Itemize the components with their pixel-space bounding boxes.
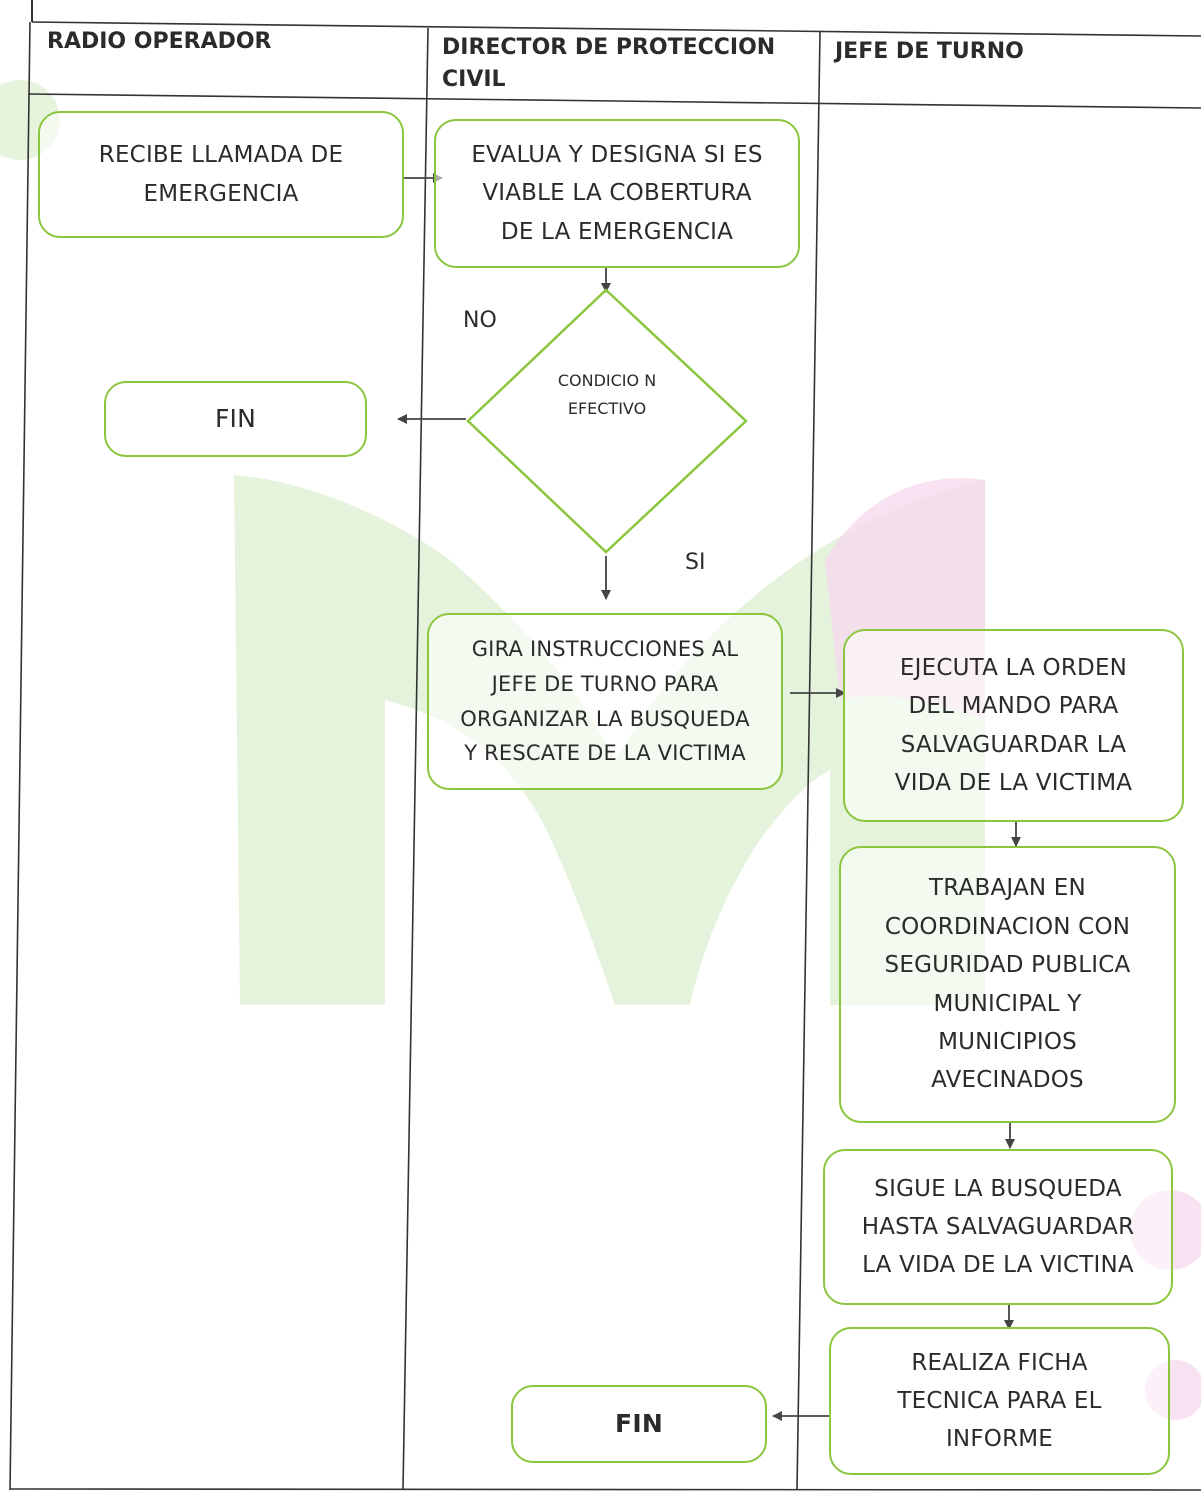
lane-header-jefe-turno: JEFE DE TURNO (835, 39, 1024, 64)
node-trabajan: TRABAJAN EN COORDINACION CON SEGURIDAD P… (839, 846, 1176, 1123)
decision-diamond (466, 288, 748, 554)
lane-header-director: DIRECTOR DE PROTECCION CIVIL (442, 35, 776, 92)
node-gira-instrucciones: GIRA INSTRUCCIONES AL JEFE DE TURNO PARA… (427, 613, 783, 790)
node-ejecuta-orden: EJECUTA LA ORDEN DEL MANDO PARA SALVAGUA… (843, 629, 1184, 822)
node-fin-1: FIN (104, 381, 367, 457)
node-fin-2: FIN (511, 1385, 767, 1463)
node-evalua: EVALUA Y DESIGNA SI ES VIABLE LA COBERTU… (434, 119, 800, 268)
node-recibe-llamada: RECIBE LLAMADA DE EMERGENCIA (38, 111, 404, 238)
edge-label-si: SI (685, 550, 706, 575)
edge-label-no: NO (463, 308, 497, 333)
node-sigue-busqueda: SIGUE LA BUSQUEDA HASTA SALVAGUARDAR LA … (823, 1149, 1173, 1305)
decision-label: CONDICIO N EFECTIVO (557, 371, 657, 418)
lane-header-radio-operador: RADIO OPERADOR (47, 29, 272, 54)
node-realiza-ficha: REALIZA FICHA TECNICA PARA EL INFORME (829, 1327, 1170, 1475)
